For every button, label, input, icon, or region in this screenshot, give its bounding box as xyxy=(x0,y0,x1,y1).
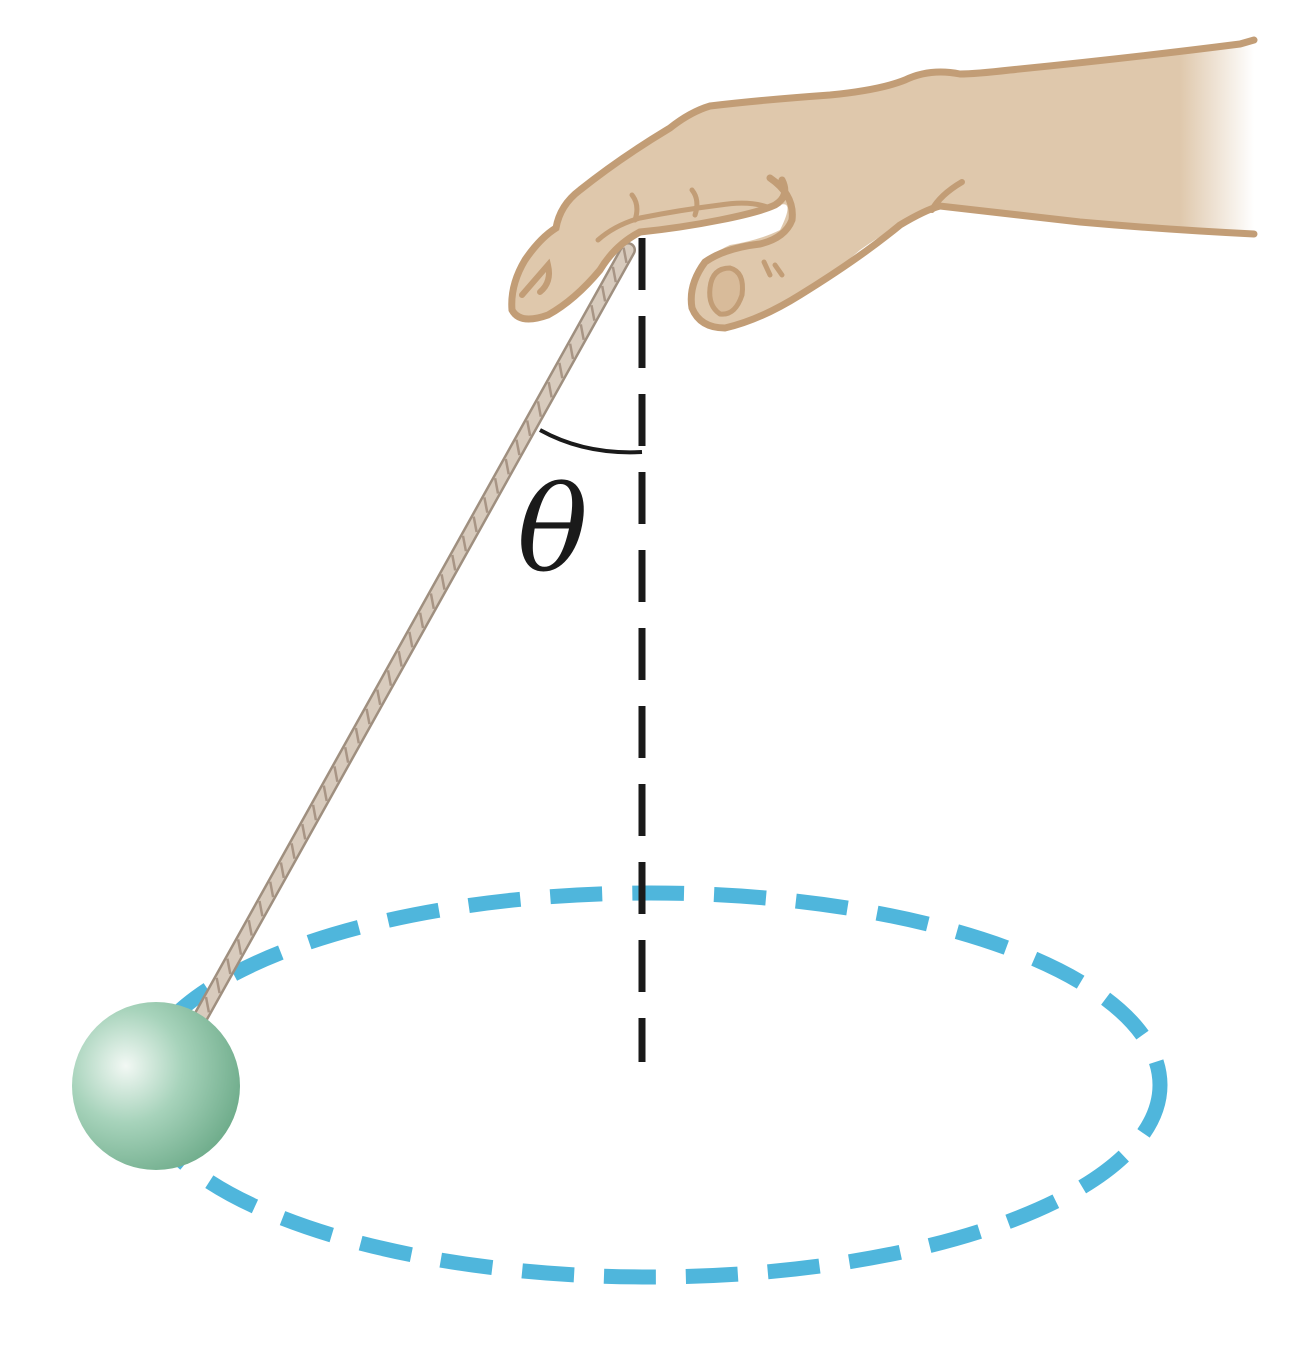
ball-icon xyxy=(72,1002,240,1170)
rope-twist xyxy=(301,823,307,840)
rope-twist xyxy=(333,766,339,783)
rope-twist xyxy=(215,977,221,994)
rope-twist xyxy=(558,362,564,379)
rope-twist xyxy=(440,574,446,590)
rope-twist xyxy=(536,401,543,417)
rope-twist xyxy=(322,785,328,802)
rope-twist xyxy=(343,746,350,763)
rope-twist xyxy=(579,324,585,341)
rope-twist xyxy=(600,285,607,302)
angle-label: θ xyxy=(517,460,588,598)
rope-twist xyxy=(386,670,393,686)
rope-twist xyxy=(258,900,264,917)
circular-path xyxy=(132,885,1168,1285)
rope-twist xyxy=(418,612,425,629)
rope-twist xyxy=(397,650,403,667)
rope-twist xyxy=(451,554,457,571)
rope-twist xyxy=(504,458,510,475)
rope-twist xyxy=(376,689,382,706)
rope-twist xyxy=(226,958,232,975)
rope-twist xyxy=(515,439,521,456)
rope-twist xyxy=(204,996,211,1013)
rope-twist xyxy=(611,266,618,283)
rope-twist xyxy=(279,862,286,879)
rope-twist xyxy=(247,919,253,936)
rope-twist xyxy=(365,708,371,725)
rope-twist xyxy=(236,939,243,955)
rope-twist xyxy=(472,516,478,533)
rope-twist xyxy=(461,535,468,552)
rope xyxy=(192,242,636,1026)
hand-icon xyxy=(508,36,1258,332)
angle-arc xyxy=(539,428,643,455)
rope-twist xyxy=(408,631,414,648)
rope-twist xyxy=(525,420,532,437)
rope-twist xyxy=(483,497,489,513)
rope-twist xyxy=(590,304,596,321)
rope-twist xyxy=(311,804,318,821)
rope-twist xyxy=(493,477,500,494)
rope-twist xyxy=(568,343,575,360)
rope-twist xyxy=(290,843,296,859)
rope-twist xyxy=(547,381,553,398)
rope-twist xyxy=(354,727,361,744)
rope-twist xyxy=(268,881,275,898)
rope-twist xyxy=(429,593,436,610)
rope-twist xyxy=(622,247,628,264)
